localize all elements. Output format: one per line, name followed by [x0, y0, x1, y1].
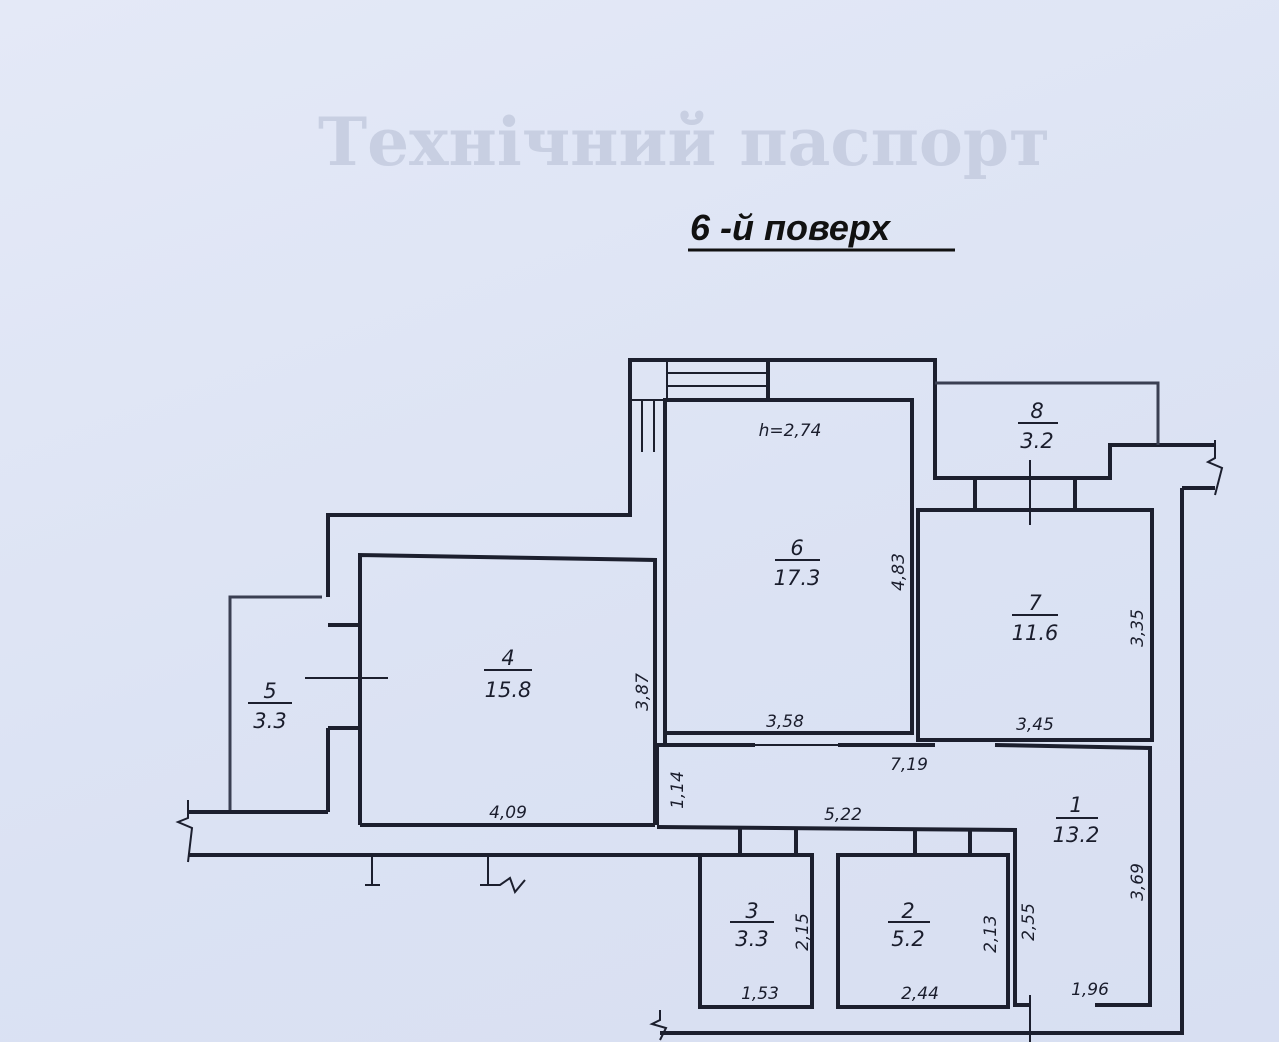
- svg-text:7: 7: [1028, 591, 1042, 615]
- svg-text:1,14: 1,14: [668, 771, 688, 809]
- svg-text:2,55: 2,55: [1019, 903, 1039, 941]
- room-3: 33.3: [730, 899, 774, 951]
- svg-text:3,58: 3,58: [766, 712, 804, 732]
- svg-text:3,45: 3,45: [1016, 715, 1054, 735]
- svg-text:2: 2: [901, 899, 914, 923]
- svg-text:5.2: 5.2: [891, 927, 924, 951]
- svg-text:11.6: 11.6: [1012, 621, 1059, 645]
- svg-text:7,19: 7,19: [890, 755, 928, 775]
- svg-text:2,13: 2,13: [981, 915, 1001, 953]
- svg-text:6: 6: [790, 536, 803, 560]
- room-4: 415.8: [484, 646, 532, 702]
- svg-text:2,15: 2,15: [793, 913, 813, 951]
- svg-text:3,69: 3,69: [1128, 863, 1148, 901]
- svg-text:5,22: 5,22: [824, 805, 862, 825]
- svg-text:17.3: 17.3: [774, 566, 821, 590]
- svg-text:3: 3: [745, 899, 758, 923]
- walls: [175, 358, 1224, 1042]
- room-5: 53.3: [248, 679, 292, 733]
- svg-text:3,87: 3,87: [633, 673, 653, 711]
- svg-text:1: 1: [1069, 793, 1082, 817]
- svg-text:3.3: 3.3: [253, 709, 286, 733]
- watermark-text: Технічний паспорт: [318, 103, 1050, 181]
- room-7: 711.6: [1012, 591, 1059, 645]
- svg-text:15.8: 15.8: [485, 678, 532, 702]
- room-1: 113.2: [1053, 793, 1100, 847]
- room-2: 25.2: [888, 899, 930, 951]
- dimension-labels: 4,83 3,58 3,35 3,45 3,87 4,09 7,19 5,22 …: [489, 553, 1148, 1004]
- svg-text:3,35: 3,35: [1128, 609, 1148, 647]
- room-6: 617.3: [774, 536, 821, 590]
- room-8: 83.2: [1018, 399, 1058, 453]
- floor-title: 6 -й поверх: [690, 207, 892, 248]
- room-labels: 113.2 25.2 33.3 415.8 53.3 617.3 711.6 8…: [248, 399, 1099, 951]
- svg-text:3.3: 3.3: [735, 927, 768, 951]
- svg-text:4: 4: [501, 646, 514, 670]
- svg-text:3.2: 3.2: [1020, 429, 1053, 453]
- svg-text:2,44: 2,44: [901, 984, 939, 1004]
- svg-text:4,09: 4,09: [489, 803, 527, 823]
- svg-text:1,53: 1,53: [741, 984, 779, 1004]
- svg-text:5: 5: [263, 679, 276, 703]
- svg-text:8: 8: [1030, 399, 1043, 423]
- ceiling-height: h=2,74: [759, 421, 822, 441]
- svg-text:13.2: 13.2: [1053, 823, 1100, 847]
- svg-text:1,96: 1,96: [1071, 980, 1109, 1000]
- svg-text:4,83: 4,83: [889, 553, 909, 591]
